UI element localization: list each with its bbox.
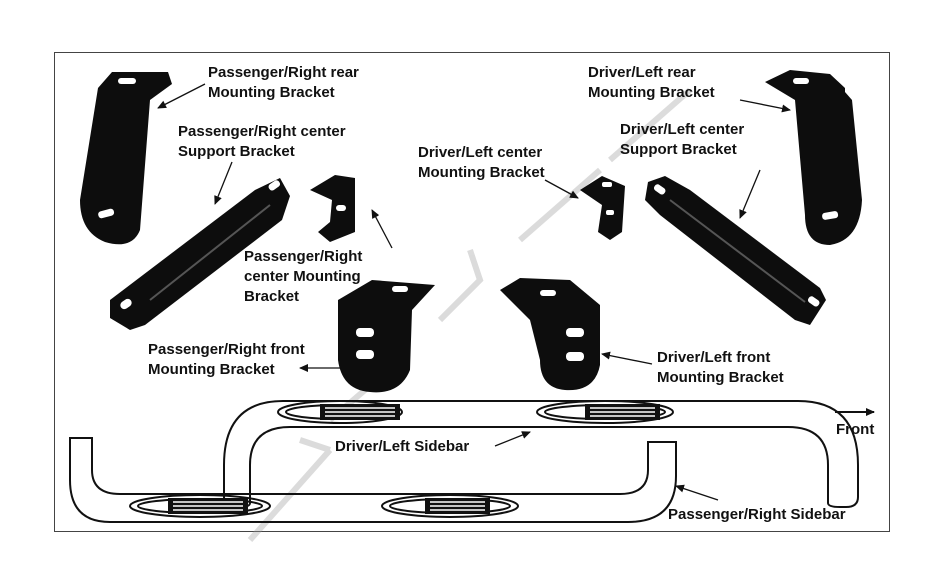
dl-center-mount-bracket [580, 176, 625, 240]
label-pr-rear-bracket: Passenger/Right rear Mounting Bracket [208, 64, 359, 101]
dl-sidebar-step-pads [320, 404, 660, 420]
dl-center-support-bracket [645, 176, 826, 325]
label-pr-sidebar: Passenger/Right Sidebar [668, 506, 846, 523]
pr-front-bracket [338, 280, 435, 393]
label-pr-center-mount-bracket: Passenger/Right center Mounting Bracket [244, 248, 363, 305]
label-pr-front-bracket: Passenger/Right front Mounting Bracket [148, 341, 305, 378]
label-pr-center-support-bracket: Passenger/Right center Support Bracket [178, 123, 346, 160]
label-dl-sidebar: Driver/Left Sidebar [335, 438, 470, 455]
pr-center-support-bracket [110, 178, 290, 330]
callout-arrows [157, 83, 791, 501]
label-front: Front [836, 421, 875, 438]
pr-rear-bracket [80, 72, 172, 245]
label-dl-center-mount-bracket: Driver/Left center Mounting Bracket [418, 144, 545, 181]
label-dl-front-bracket: Driver/Left front Mounting Bracket [657, 349, 784, 386]
dl-sidebar-drawing [223, 400, 859, 508]
pr-center-mount-bracket [310, 175, 355, 242]
diagram-frame [54, 52, 890, 532]
dl-front-bracket [500, 278, 600, 391]
pr-sidebar-step-pads [168, 498, 490, 514]
label-dl-rear-bracket: Driver/Left rear Mounting Bracket [588, 64, 715, 101]
label-dl-center-support-bracket: Driver/Left center Support Bracket [620, 121, 745, 158]
dl-rear-bracket [765, 70, 862, 245]
pr-sidebar-drawing [69, 437, 677, 523]
